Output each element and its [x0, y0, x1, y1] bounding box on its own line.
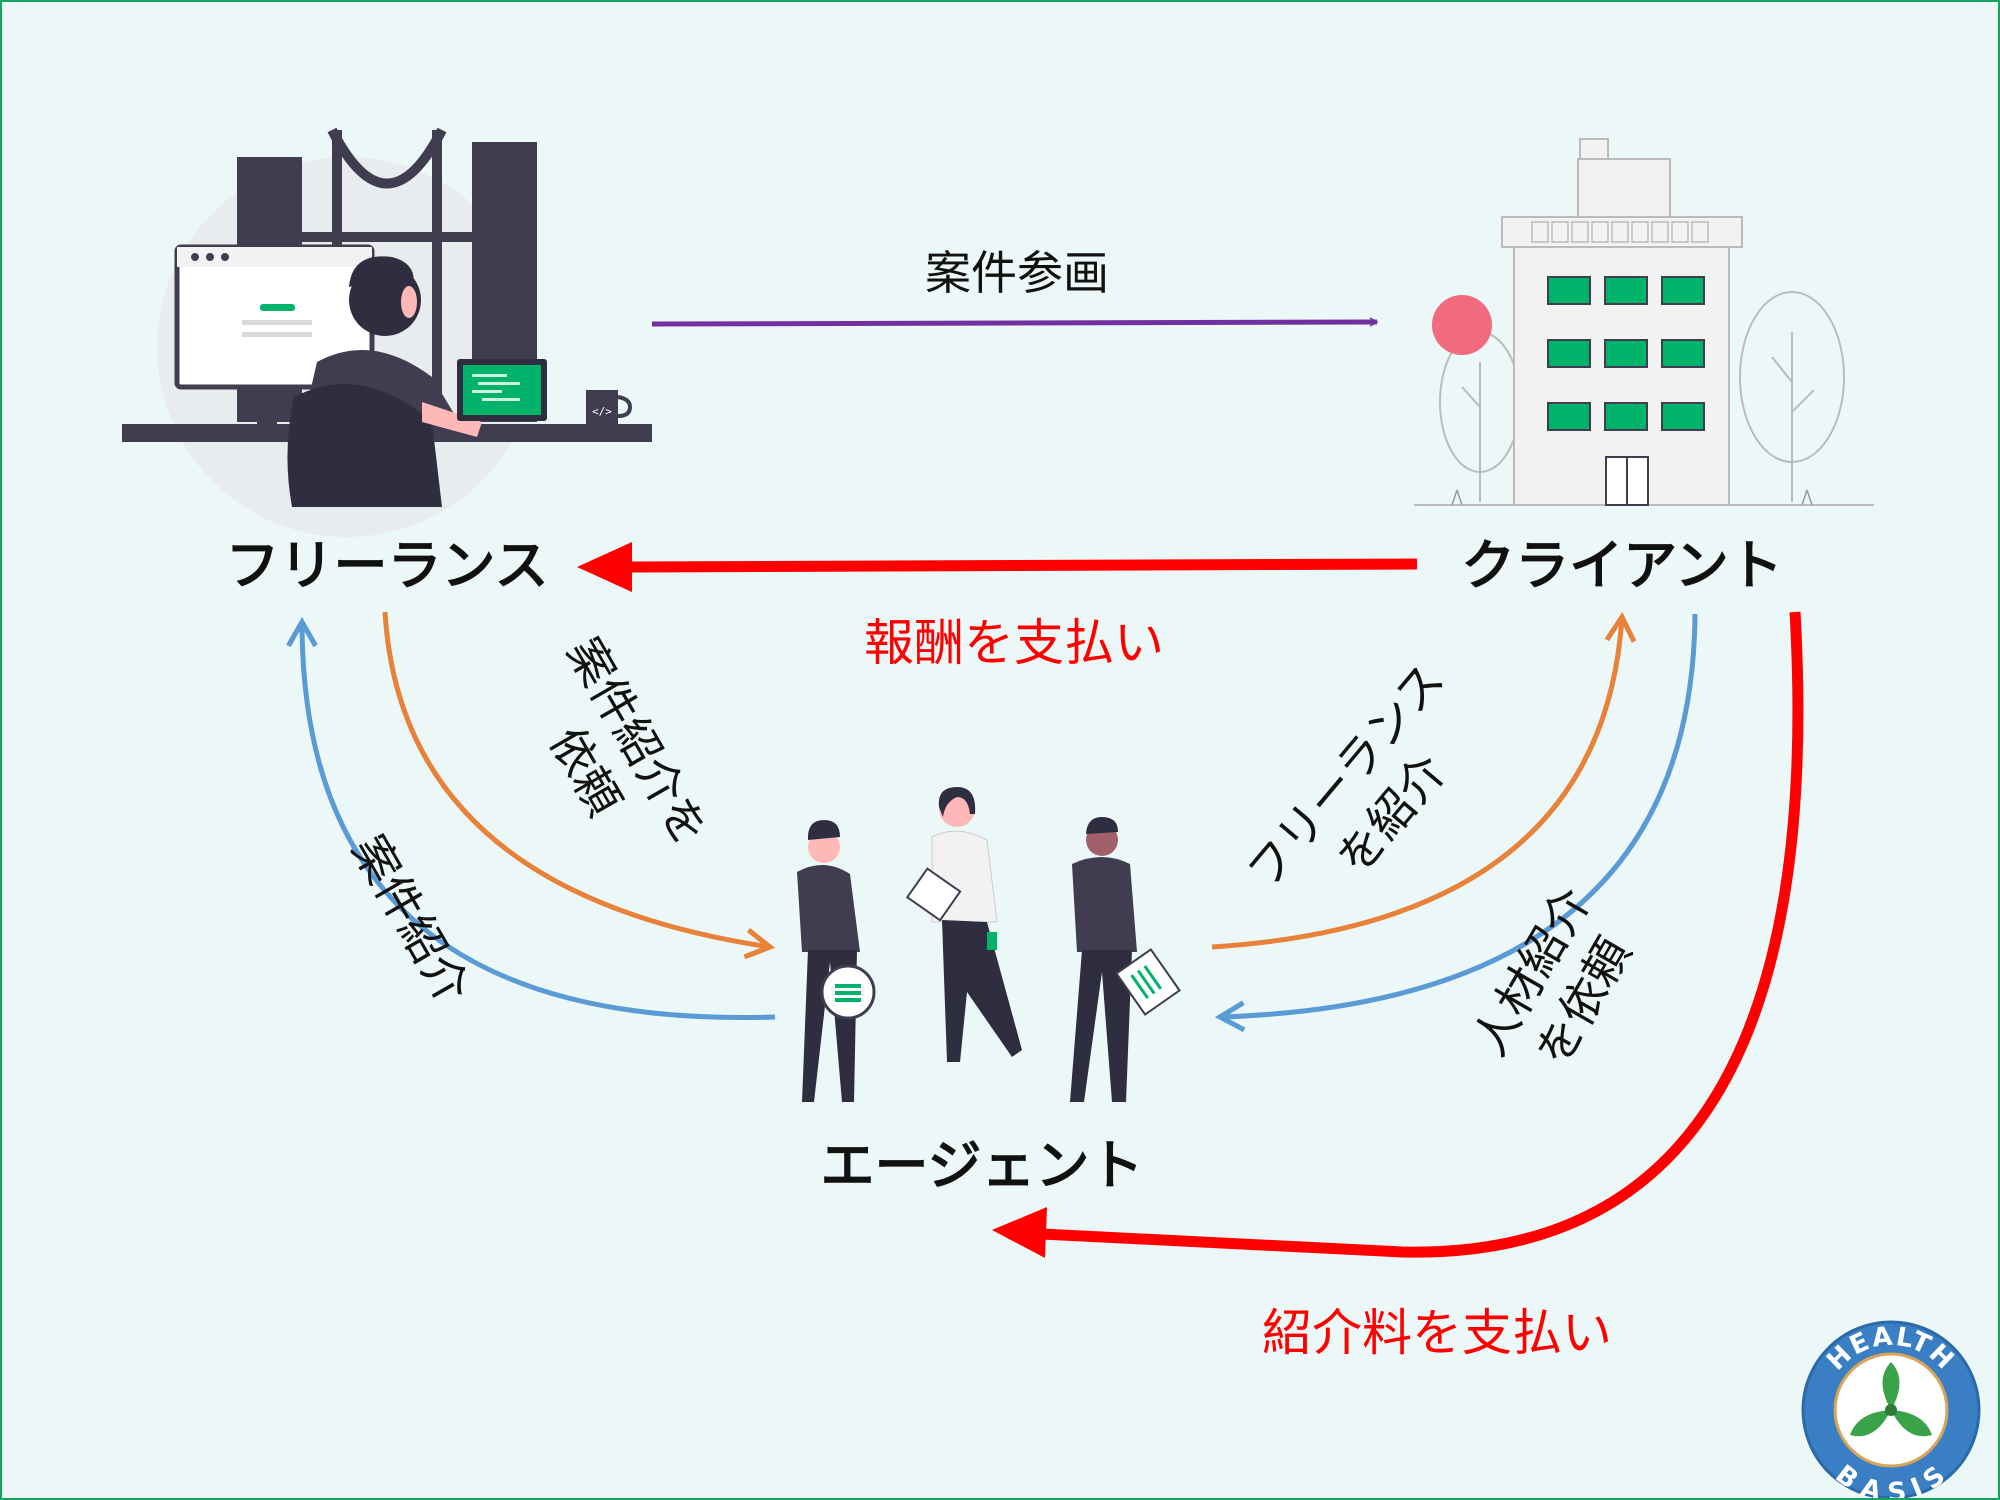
arrow-request-talent	[1214, 613, 1698, 1033]
arrow-project-introduction	[286, 616, 776, 1021]
health-basis-logo: HEALTH BASIS	[1801, 1320, 1981, 1498]
label-pay-fee: 紹介料を支払い	[1262, 1304, 1612, 1362]
label-pay-reward: 報酬を支払い	[864, 614, 1164, 672]
label-project-participation: 案件参画	[925, 246, 1109, 300]
node-freelance-label: フリーランス	[226, 534, 549, 597]
agents-illustration	[797, 787, 1181, 1102]
svg-text:</>: </>	[592, 405, 612, 418]
arrow-introduce-freelance	[1211, 611, 1637, 950]
leaf-icon	[1850, 1362, 1932, 1437]
arrow-request-introduction	[382, 611, 776, 960]
arrow-pay-reward	[577, 542, 1418, 592]
node-client-label: クライアント	[1461, 534, 1783, 597]
node-agent-label: エージェント	[821, 1134, 1144, 1197]
client-building-illustration	[1414, 138, 1874, 506]
arrow-pay-fee	[992, 611, 1804, 1258]
freelancer-illustration: </>	[122, 127, 652, 537]
arrow-project-participation	[651, 317, 1379, 327]
label-project-introduction: 案件紹介	[341, 826, 480, 1012]
